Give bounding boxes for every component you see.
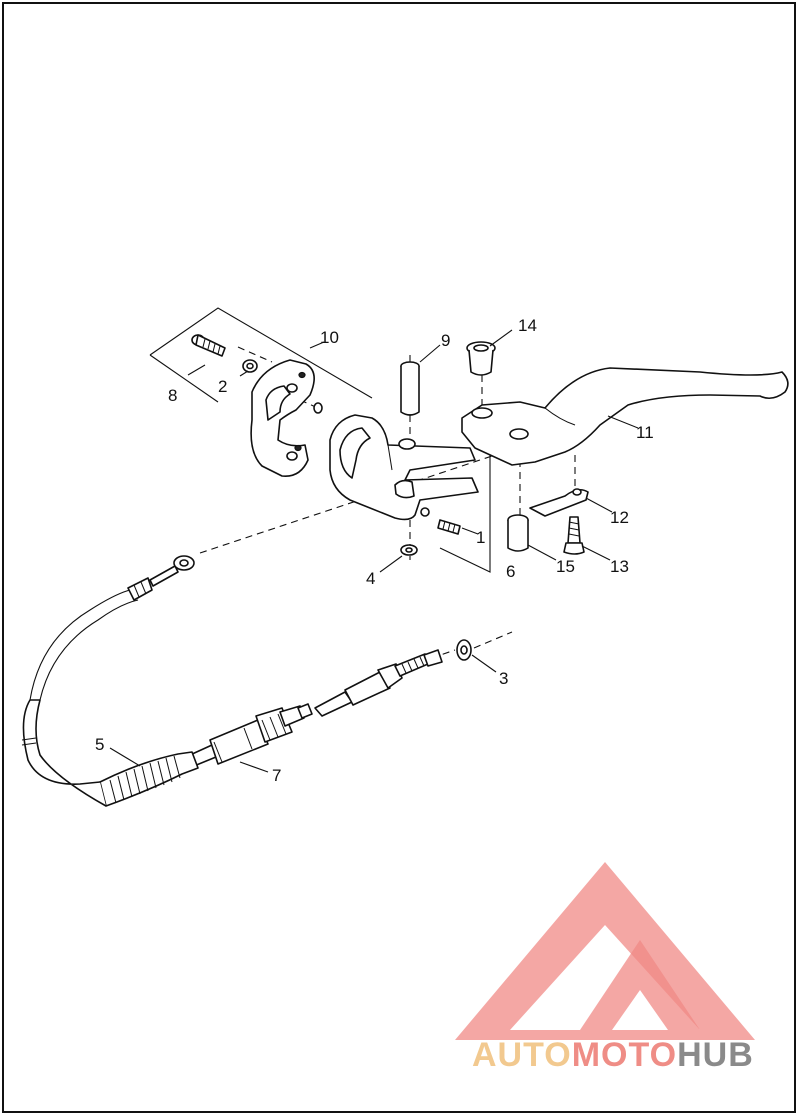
watermark-m-shape: [580, 940, 700, 1030]
handlebar-clamp: [250, 359, 323, 477]
callout-5: 5: [95, 735, 104, 754]
callout-8: 8: [168, 386, 177, 405]
watermark-inner-cut: [612, 990, 668, 1030]
callout-14: 14: [518, 316, 537, 335]
lever-bracket: [329, 414, 479, 521]
callout-3: 3: [499, 669, 508, 688]
callout-15: 15: [556, 557, 575, 576]
callout-11: 11: [636, 423, 654, 442]
clamp-screw: [191, 334, 226, 357]
callout-2: 2: [218, 377, 227, 396]
callout-7: 7: [272, 766, 281, 785]
cable-end-fitting: [189, 703, 313, 767]
washer: [242, 359, 258, 373]
watermark-logo: [455, 862, 755, 1040]
watermark-text-auto: AUTO: [472, 1036, 572, 1074]
bushing-bottom: [507, 514, 529, 552]
clutch-cable: [21, 555, 199, 807]
pivot-pin: [400, 361, 420, 416]
callout-4: 4: [366, 569, 375, 588]
leader-lines: [109, 329, 639, 773]
set-screw: [437, 519, 461, 535]
cable-adjuster: [314, 649, 443, 717]
callout-12: 12: [610, 508, 629, 527]
callout-13: 13: [610, 557, 629, 576]
callout-9: 9: [441, 331, 450, 350]
watermark-text-moto: MOTO: [572, 1036, 677, 1074]
small-washer: [400, 544, 418, 556]
bushing-top: [466, 341, 496, 376]
watermark-text: AUTOMOTOHUB: [472, 1036, 754, 1074]
clutch-lever: [461, 367, 789, 466]
callout-bracket-8: [149, 307, 373, 403]
lever-screw: [563, 516, 585, 555]
lever-bracket-plate: [529, 488, 589, 517]
callout-labels: 1 2 3 4 5 6 7 8 9 10 11 12 13 14 15: [95, 316, 654, 785]
callout-bracket-6: [439, 445, 491, 573]
callout-6: 6: [506, 562, 515, 581]
watermark-text-hub: HUB: [677, 1036, 754, 1074]
callout-10: 10: [320, 328, 339, 347]
callout-1: 1: [476, 528, 485, 547]
cable-washer: [456, 639, 472, 661]
